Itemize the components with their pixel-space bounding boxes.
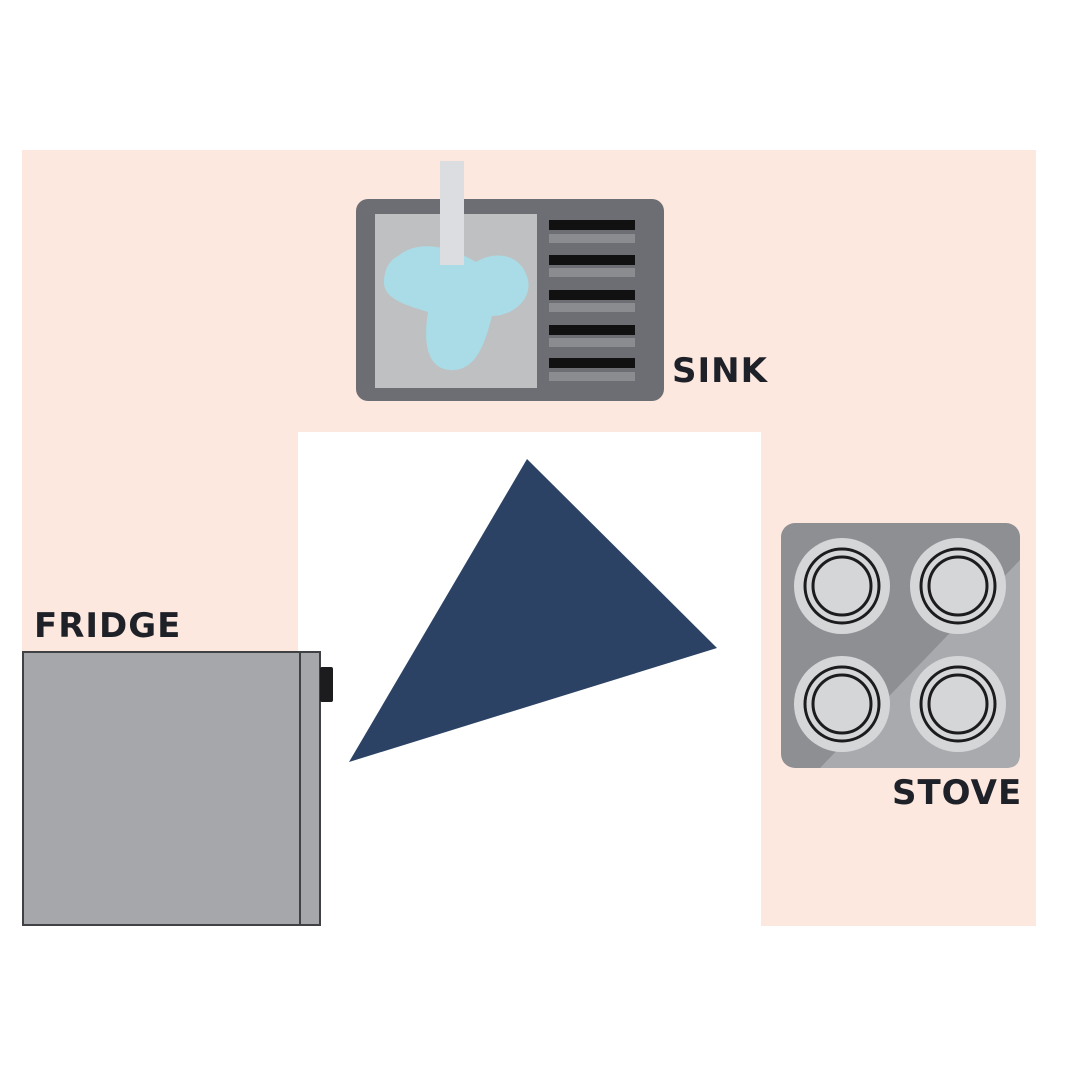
fridge-icon bbox=[22, 651, 333, 926]
fridge-label: FRIDGE bbox=[34, 606, 182, 646]
sink-label: SINK bbox=[672, 351, 768, 391]
stove-icon bbox=[781, 523, 1020, 768]
stove-label: STOVE bbox=[892, 773, 1023, 813]
work-triangle bbox=[349, 459, 717, 762]
sink-icon bbox=[356, 161, 664, 401]
